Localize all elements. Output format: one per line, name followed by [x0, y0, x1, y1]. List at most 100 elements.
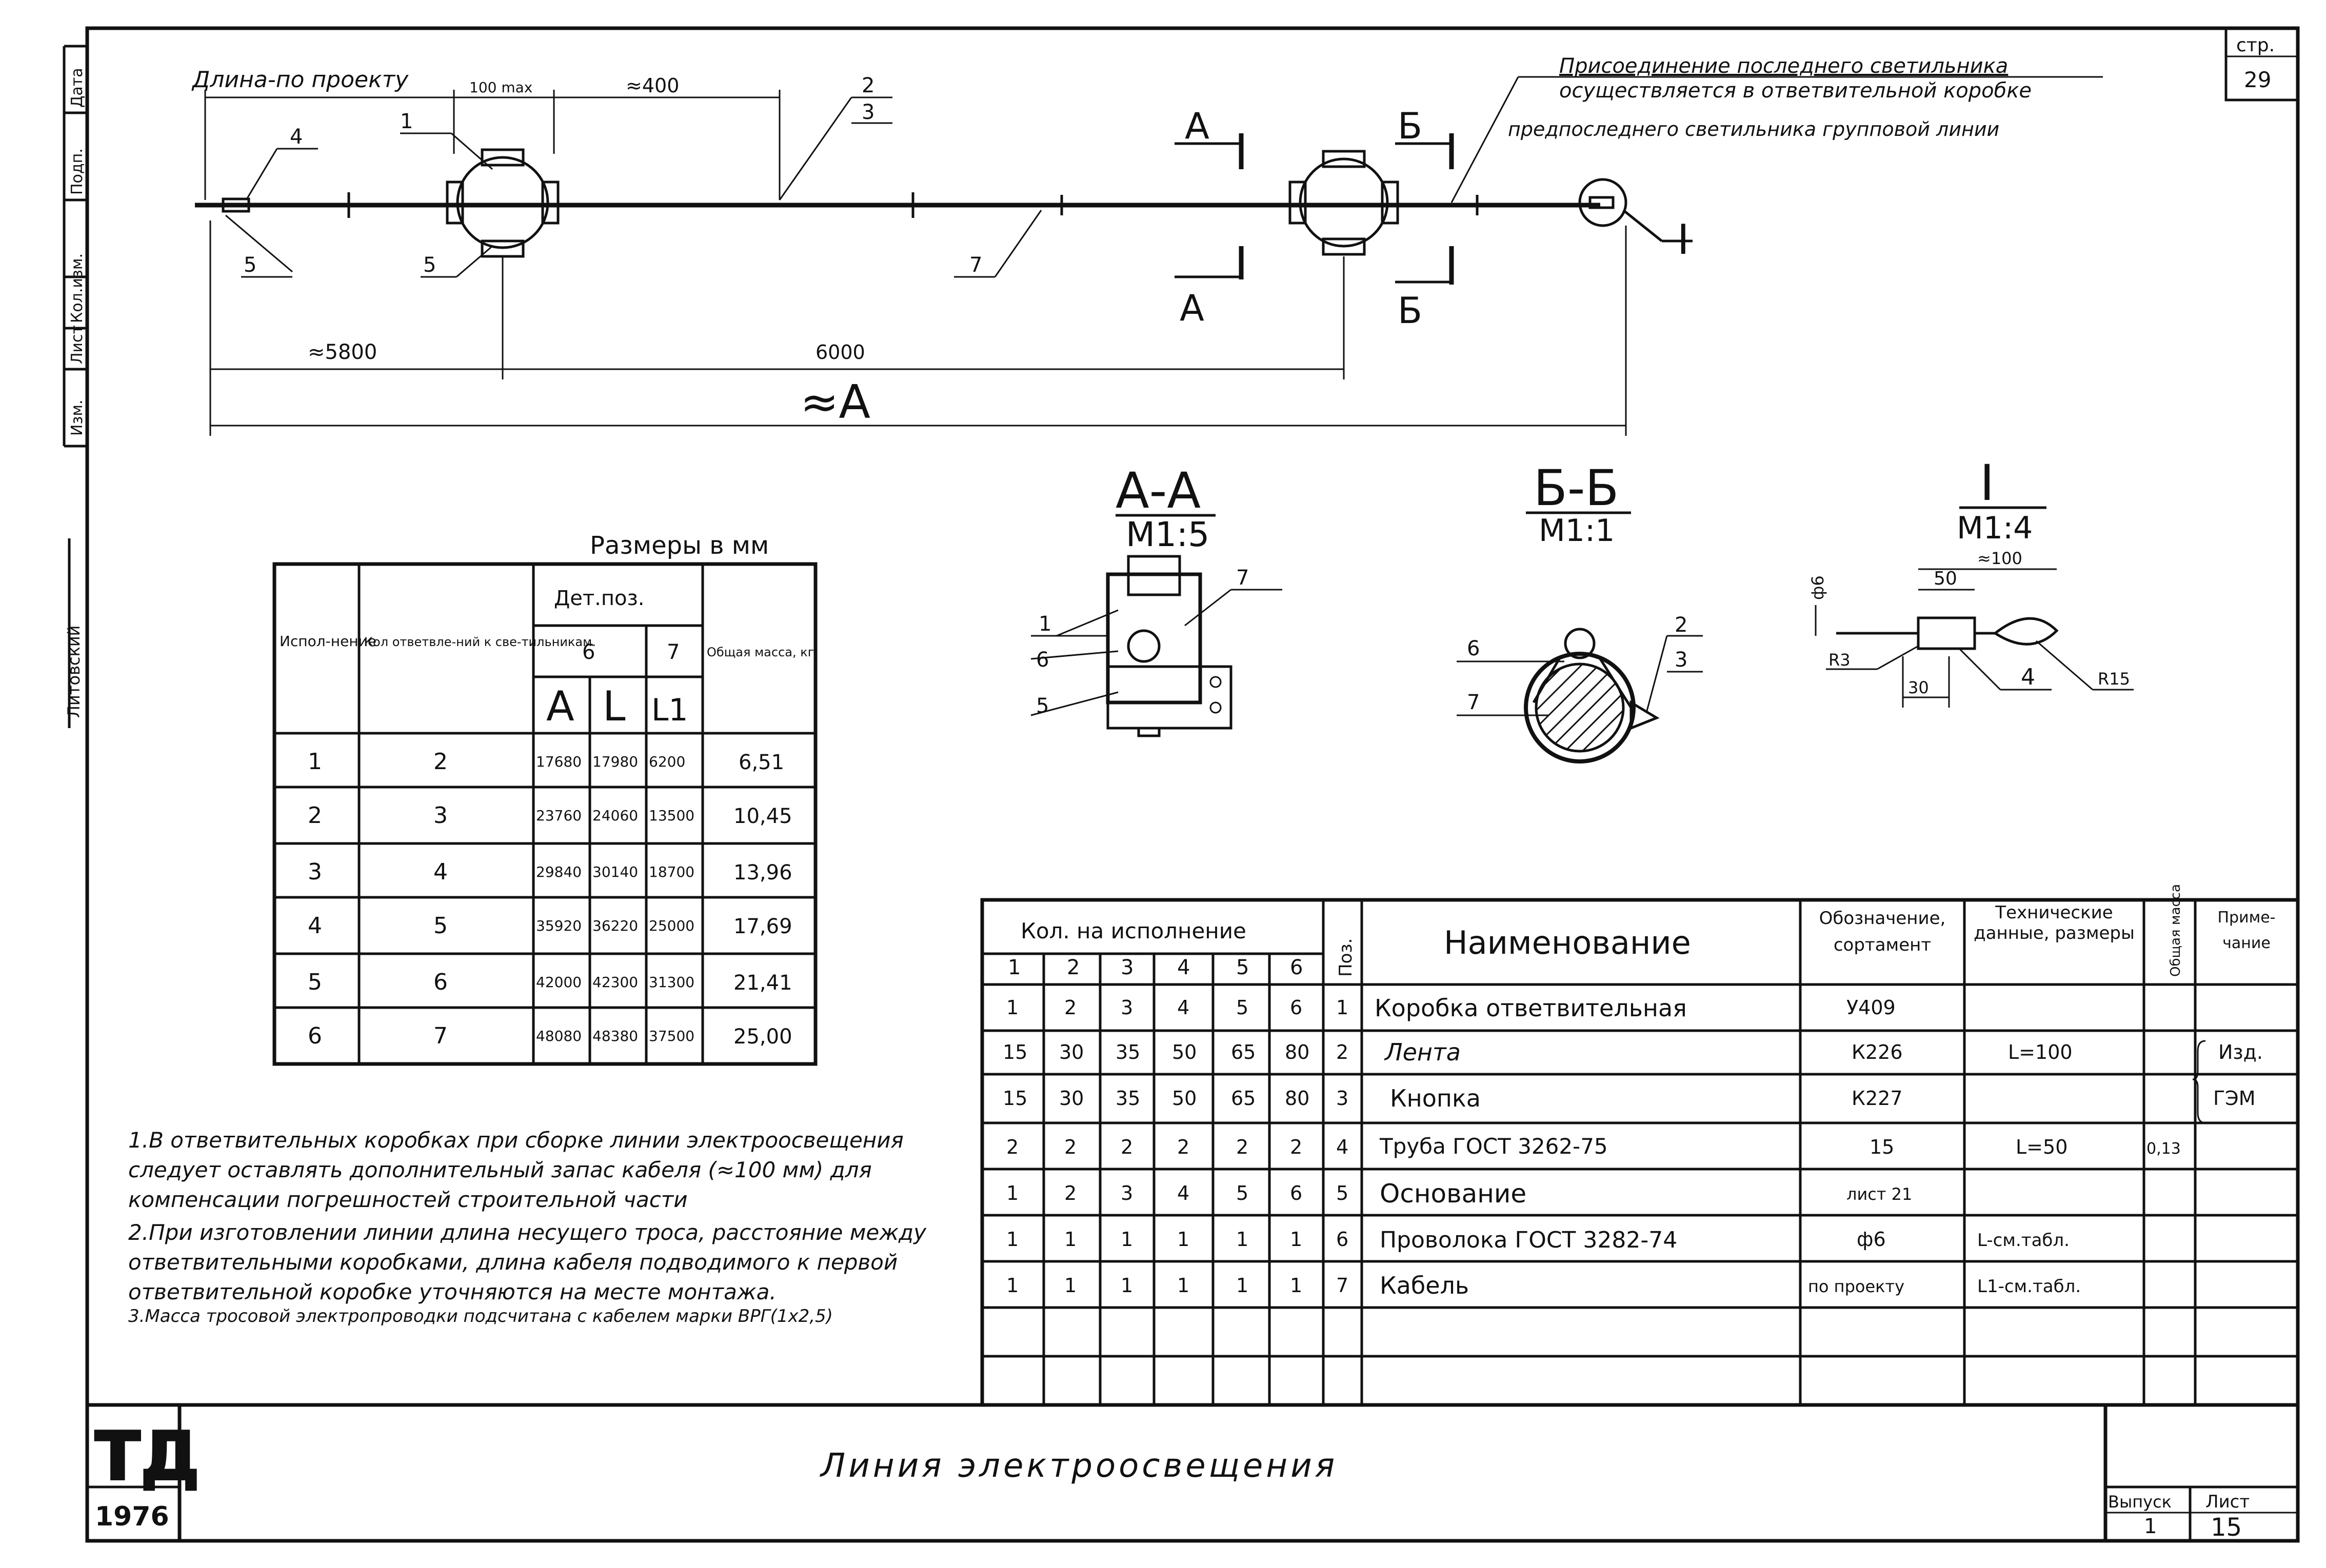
cell: ГЭМ	[2213, 1087, 2256, 1110]
page-label: стр.	[2236, 35, 2275, 56]
callout-5-left: 5	[244, 253, 256, 277]
cell: 65	[1231, 1087, 1256, 1110]
note-line-3: предпоследнего светильника групповой лин…	[1508, 118, 1999, 140]
cell: 17680	[536, 753, 582, 770]
cell: 1	[1121, 1274, 1133, 1297]
detail-i-dim-50: 50	[1934, 568, 1957, 589]
cell: 13500	[649, 807, 694, 824]
th-col-l: L	[603, 682, 626, 730]
cell: 15	[1003, 1087, 1027, 1110]
size-table-row: 1 2 17680 17980 6200 6,51	[308, 749, 784, 775]
cell: 1	[1006, 996, 1019, 1019]
cell: 6	[1290, 1182, 1302, 1204]
side-stamp-izm: Изм.	[68, 399, 86, 436]
cell: 6	[1336, 1228, 1348, 1251]
cell: 35	[1116, 1041, 1140, 1063]
cell: Лента	[1384, 1038, 1461, 1066]
th-pos6: 6	[582, 640, 595, 664]
cell: 4	[1177, 1182, 1189, 1204]
cell: 2	[1064, 996, 1077, 1019]
cell: 1	[1236, 1274, 1248, 1297]
callout-7: 7	[969, 253, 982, 277]
cell: 42300	[592, 974, 638, 991]
cell: 17,69	[733, 915, 792, 938]
spec-head-mass: Общая масса	[2168, 884, 2183, 977]
cell: 36220	[592, 917, 638, 934]
cell: 50	[1172, 1087, 1197, 1110]
side-stamp-data: Дата	[68, 68, 86, 108]
spec-head-name: Наименование	[1444, 924, 1691, 961]
sheet-value: 15	[2211, 1513, 2242, 1542]
detail-i-scale: М1:4	[1957, 510, 2033, 546]
cell: 10,45	[733, 805, 792, 828]
detail-i-dim-r15: R15	[2098, 669, 2130, 689]
cell: 30140	[592, 863, 638, 880]
detail-i-dim-f6: ф6	[1808, 575, 1827, 600]
size-table-row: 4 5 35920 36220 25000 17,69	[308, 913, 792, 939]
notes: 1.В ответвительных коробках при сборке л…	[128, 1128, 926, 1325]
cell: Кнопка	[1390, 1084, 1481, 1112]
note-line-1: Присоединение последнего светильника	[1559, 54, 2008, 78]
cell: 0,13	[2146, 1140, 2181, 1158]
side-stamp-podp: Подп.	[68, 148, 86, 195]
cell: 3	[308, 859, 322, 885]
cell: Основание	[1380, 1179, 1526, 1209]
cell: 15	[1870, 1136, 1894, 1158]
cell: 1	[1336, 996, 1348, 1019]
bb-callout-3: 3	[1675, 648, 1687, 672]
cell: 2	[433, 749, 448, 775]
cell: 5	[308, 969, 322, 995]
cell: 1	[1006, 1182, 1019, 1204]
cell: 1	[1006, 1228, 1019, 1251]
th-version: Испол-нение	[280, 633, 376, 650]
cell: 24060	[592, 807, 638, 824]
dim-100max: 100 max	[469, 79, 532, 96]
spec-row: 2 2 2 2 2 2 4 Труба ГОСТ 3262-75 15 L=50…	[1006, 1134, 2181, 1159]
callout-5: 5	[423, 253, 436, 277]
dim-total: ≈A	[800, 375, 870, 429]
th-col-l1: L1	[651, 692, 688, 728]
junction-box-2	[1288, 150, 1399, 256]
cell: У409	[1846, 996, 1896, 1019]
cell: Кабель	[1380, 1272, 1469, 1299]
dim-6000: 6000	[816, 341, 865, 364]
size-table-row: 2 3 23760 24060 13500 10,45	[308, 802, 792, 829]
frame: Изм. Лист Кол.изм. Подп. Дата Литовский …	[63, 26, 2300, 1543]
cell: 2	[1336, 1041, 1348, 1063]
cell: 25000	[649, 917, 694, 934]
cell: L=100	[2008, 1041, 2073, 1063]
year: 1976	[95, 1501, 169, 1532]
cell: 1	[1177, 1228, 1189, 1251]
section-a-bottom: A	[1180, 287, 1204, 329]
cell: 15	[1003, 1041, 1027, 1063]
cell: 23760	[536, 807, 582, 824]
cell: 5	[1236, 996, 1248, 1019]
drawing-title: Линия электроосвещения	[820, 1447, 1338, 1485]
cell: 2	[1064, 1136, 1077, 1158]
spec-head-note: Приме-чание	[2217, 909, 2276, 952]
note-2: 2.При изготовлении линии длина несущего …	[128, 1220, 926, 1304]
size-table-row: 3 4 29840 30140 18700 13,96	[308, 859, 792, 885]
cell: 1	[308, 749, 322, 775]
th-pos7: 7	[667, 640, 680, 664]
cell: 6	[308, 1023, 322, 1049]
cell: 13,96	[733, 861, 792, 884]
cell: по проекту	[1808, 1277, 1904, 1296]
view-bb-title: Б-Б	[1534, 459, 1619, 517]
cell: 65	[1231, 1041, 1256, 1063]
side-label: Литовский	[64, 626, 84, 718]
callout-4: 4	[290, 125, 303, 149]
th-branches: Кол ответвле-ний к све-тильникам.	[364, 635, 596, 649]
view-aa-scale: М1:5	[1126, 515, 1209, 554]
bb-callout-2: 2	[1675, 613, 1687, 637]
cell: 2	[1006, 1136, 1019, 1158]
callout-3: 3	[862, 100, 874, 124]
cell: 30	[1059, 1087, 1084, 1110]
spec-head-v2: 2	[1067, 956, 1080, 979]
cell: Коробка ответвительная	[1375, 994, 1687, 1022]
bb-callout-7: 7	[1467, 691, 1480, 714]
dim-5800: ≈5800	[308, 340, 377, 364]
view-b-b: Б-Б М1:1 6 7 2 3	[1457, 459, 1703, 763]
cell: 30	[1059, 1041, 1084, 1063]
